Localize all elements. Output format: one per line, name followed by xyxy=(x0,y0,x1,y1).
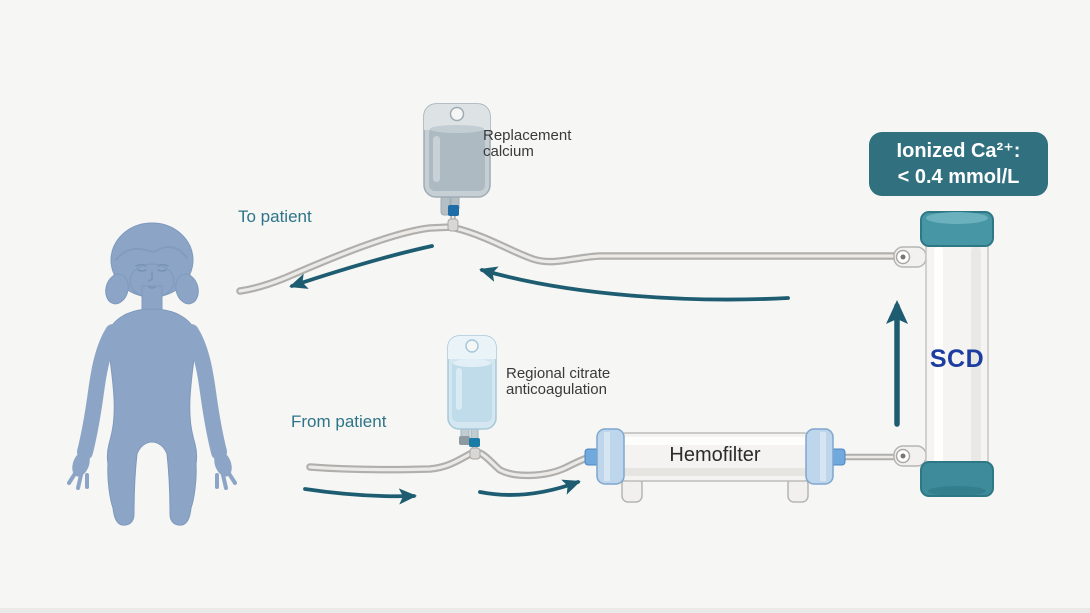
scd-device xyxy=(893,211,994,497)
regional-citrate-label: Regional citrate anticoagulation xyxy=(506,365,611,398)
face-features xyxy=(115,245,188,289)
bag-hang-hole xyxy=(449,106,465,122)
ionized-calcium-line1: Ionized Ca²⁺: xyxy=(896,140,1021,162)
patient-figure xyxy=(67,222,237,526)
torso-legs-shape xyxy=(106,308,198,526)
hemofilter-inlet-arrow xyxy=(478,479,581,497)
from-patient-arrow xyxy=(303,487,417,505)
calcium-bag xyxy=(423,103,491,216)
from-patient-label: From patient xyxy=(291,412,387,431)
citrate-bag xyxy=(447,335,497,447)
calcium-junction-fitting xyxy=(447,218,459,232)
scd-bottom-port xyxy=(893,445,927,467)
citrate-junction-fitting xyxy=(469,447,481,460)
scd-bottom-cap xyxy=(920,461,994,497)
hemofilter-device xyxy=(584,428,846,503)
bag-hang-hole xyxy=(465,339,479,353)
scd-top-cap xyxy=(920,211,994,247)
to-patient-tube xyxy=(236,223,456,295)
hemofilter-left-cap xyxy=(596,428,625,485)
to-patient-label: To patient xyxy=(238,207,312,226)
flow-arrows xyxy=(289,244,908,505)
tubing-lines xyxy=(236,207,912,480)
return-tube xyxy=(451,224,912,266)
from-patient-tube xyxy=(306,448,594,480)
return-flow-arrow xyxy=(479,266,790,302)
bottom-edge-strip xyxy=(0,608,1090,613)
citrate-clamp-teal xyxy=(469,438,480,447)
scd-label: SCD xyxy=(929,345,985,373)
calcium-clamp xyxy=(448,205,459,216)
neck-shape xyxy=(141,285,163,313)
to-patient-arrow xyxy=(289,244,434,289)
scd-top-port xyxy=(893,246,927,268)
hemofilter-right-cap xyxy=(805,428,834,485)
hemofilter-label: Hemofilter xyxy=(669,444,761,466)
citrate-clamp-gray xyxy=(459,436,470,445)
left-arm xyxy=(77,324,121,460)
right-arm xyxy=(183,324,227,460)
replacement-calcium-label: Replacement calcium xyxy=(483,127,572,160)
ionized-calcium-badge: Ionized Ca²⁺: < 0.4 mmol/L xyxy=(869,132,1048,196)
ionized-calcium-line2: < 0.4 mmol/L xyxy=(897,166,1020,188)
